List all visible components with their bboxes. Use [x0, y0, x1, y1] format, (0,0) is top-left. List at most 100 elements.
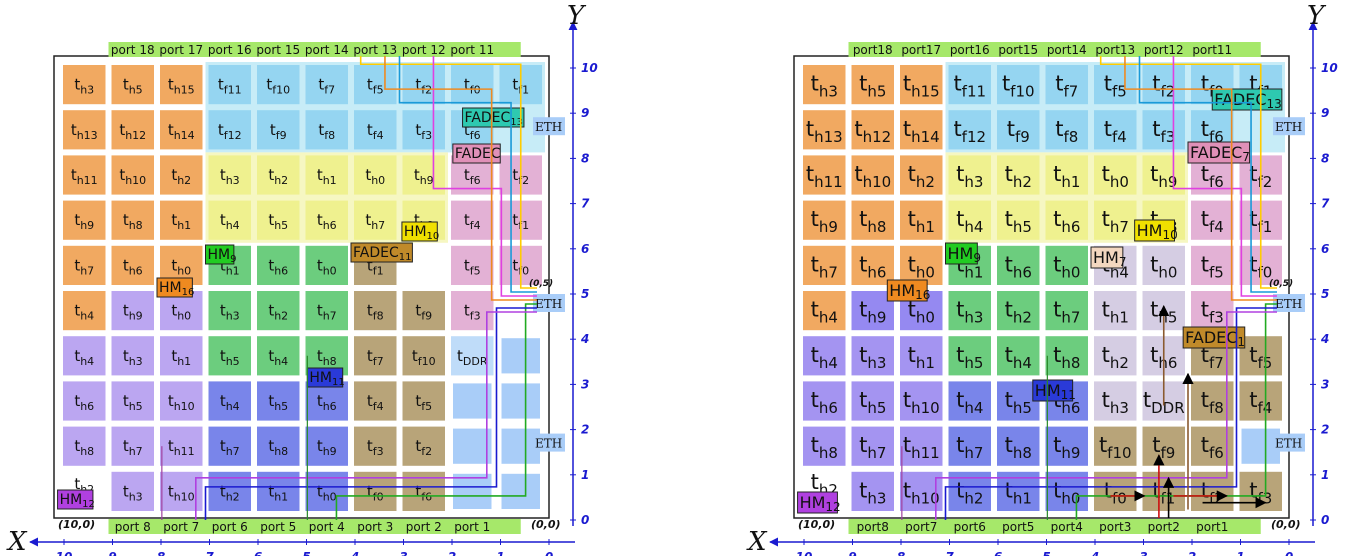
- y-tick-label-2: 2: [581, 423, 589, 437]
- tile-label-1-3: tf12: [953, 117, 986, 146]
- top-port-8: port11: [1192, 43, 1232, 57]
- tile-7-5: [305, 381, 348, 421]
- tile-4-5: [1045, 245, 1088, 285]
- tile-5-2: [160, 291, 203, 331]
- tile-3-8: [451, 200, 494, 240]
- x-tick-label-4: 4: [1090, 550, 1099, 556]
- y-tick-label-5: 5: [581, 287, 589, 301]
- tile-label-0-1: th5: [123, 76, 143, 97]
- y-tick-label-10: 10: [1321, 61, 1338, 75]
- y-tick-label-1: 1: [581, 468, 589, 482]
- tile-2-4: [257, 155, 300, 195]
- tile-1-3: [208, 110, 251, 150]
- bottom-port-bar: [848, 519, 1261, 534]
- tile-5-3: [948, 291, 991, 331]
- y-tick-label-0: 0: [581, 513, 589, 527]
- tile-label-7-4: th5: [268, 392, 288, 413]
- y-tick-label-2: 2: [1321, 423, 1329, 437]
- region-label-5: HM16: [159, 280, 194, 298]
- tile-1-3: [948, 110, 991, 150]
- tile-6-2: [160, 336, 203, 376]
- tile-label-9-1: th3: [859, 478, 886, 507]
- tile-label-5-2: th0: [171, 302, 191, 323]
- tile-0-5: [1045, 65, 1088, 105]
- tile-2-5: [305, 155, 348, 195]
- tile-6-0: [803, 336, 846, 376]
- y-tick-label-9: 9: [1321, 106, 1329, 120]
- top-port-2: port 17: [159, 43, 203, 57]
- tile-8-4: [257, 426, 300, 466]
- region-label-0-box: [1211, 88, 1283, 111]
- tile-label-9-4: th1: [1005, 478, 1032, 507]
- tile-label-2-2: th2: [171, 166, 191, 187]
- tile-label-4-3: th1: [220, 256, 240, 277]
- tile-empty-9-8: [453, 473, 492, 509]
- route-purple: [934, 311, 1277, 520]
- x-tick-label-4: 4: [350, 550, 359, 556]
- eth-label-2: ETH: [1275, 437, 1302, 451]
- tile-1-2: [160, 110, 203, 150]
- tile-label-0-6: tf5: [1104, 72, 1127, 101]
- region-label-1-box: [1187, 141, 1251, 164]
- tile-label-5-1: th9: [859, 298, 886, 327]
- tile-2-0: [803, 155, 846, 195]
- eth-label-0: ETH: [535, 120, 562, 134]
- tile-2-3: [208, 155, 251, 195]
- tile-label-8-0: th8: [74, 437, 94, 458]
- tile-label-3-0: th9: [74, 211, 94, 232]
- tile-label-3-8: tf4: [1201, 207, 1224, 236]
- tile-label-0-2: th15: [903, 72, 940, 101]
- tile-label-2-0: th11: [71, 166, 98, 187]
- top-port-5: port 14: [305, 43, 349, 57]
- tile-4-1: [851, 245, 894, 285]
- tile-label-3-8: tf4: [464, 211, 481, 232]
- tile-label-4-9: tf0: [512, 256, 529, 277]
- tile-label-6-7: tf10: [412, 347, 436, 368]
- tile-label-2-6: th0: [365, 166, 385, 187]
- region-label-5-box: [156, 277, 193, 298]
- tile-label-8-1: th7: [123, 437, 143, 458]
- tile-label-6-6: tf7: [367, 347, 384, 368]
- y-axis-label: Y: [1307, 1, 1327, 31]
- x-tick-label-2: 2: [1188, 550, 1196, 556]
- tile-label-7-4: th5: [1005, 388, 1032, 417]
- bottom-port-8: port1: [1196, 520, 1228, 534]
- tile-6-6: [1094, 336, 1137, 376]
- corner-0-0: (0,0): [531, 518, 561, 531]
- tile-0-5: [305, 65, 348, 105]
- tile-label-3-3: th4: [220, 211, 240, 232]
- x-tick-label-9: 9: [848, 550, 856, 556]
- x-tick-label-0: 0: [1285, 550, 1293, 556]
- tile-3-8: [1191, 200, 1234, 240]
- tile-label-0-5: tf7: [318, 76, 335, 97]
- route-yellow: [359, 56, 537, 289]
- route-orange: [1124, 56, 1277, 301]
- tile-6-2: [900, 336, 943, 376]
- eth-label-2: ETH: [535, 437, 562, 451]
- tile-label-7-7: tf5: [415, 392, 432, 413]
- route-magenta: [1172, 56, 1277, 297]
- tile-9-1: [111, 471, 154, 511]
- bottom-port-bar: [108, 519, 521, 534]
- tile-label-2-9: tf2: [512, 166, 529, 187]
- tile-label-6-0: th4: [74, 347, 94, 368]
- tile-3-4: [997, 200, 1040, 240]
- top-port-1: port 18: [111, 43, 155, 57]
- tile-label-4-1: th6: [859, 252, 886, 281]
- region-label-3: HM9: [948, 244, 981, 265]
- tile-3-4: [257, 200, 300, 240]
- tile-label-0-3: tf11: [953, 72, 986, 101]
- tile-label-1-0: th13: [71, 121, 98, 142]
- tile-label-5-3: th3: [956, 298, 983, 327]
- eth-label-0: ETH: [1275, 120, 1302, 134]
- route-yellow: [1099, 56, 1277, 289]
- tile-label-0-0: th3: [74, 76, 94, 97]
- tile-label-2-0: th11: [806, 162, 843, 191]
- tile-label-6-8: tDDR: [457, 347, 488, 368]
- tile-4-8: [451, 245, 494, 285]
- tile-label-7-2: th10: [168, 392, 195, 413]
- tile-4-1: [111, 245, 154, 285]
- region-label-8: HM12: [800, 493, 841, 514]
- x-tick-label-7: 7: [205, 550, 214, 556]
- tile-3-2: [900, 200, 943, 240]
